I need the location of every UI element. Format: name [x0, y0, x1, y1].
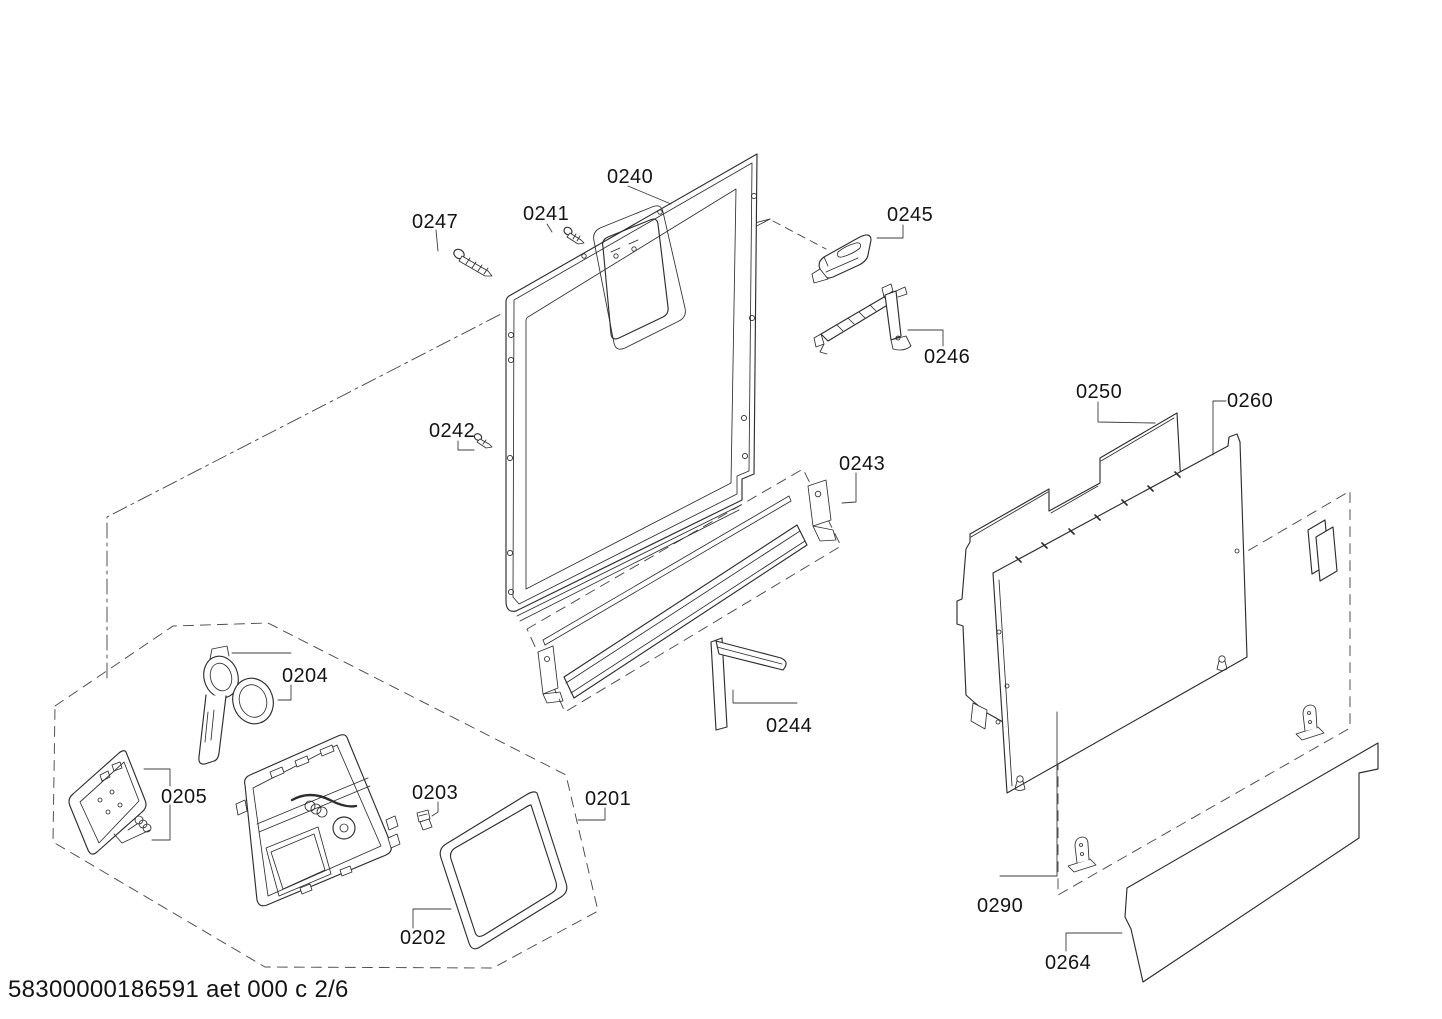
part-label-0203-fastening-clip: 0203	[412, 782, 458, 804]
part-0247-screw	[453, 248, 493, 277]
assembly-boundary-dashed	[52, 622, 599, 969]
part-labels: 0240 0247 0241 0245 0246 0242 0243 0250 0260 0244…	[161, 166, 1273, 974]
leader-lines	[143, 185, 1227, 952]
part-label-0264-base-kick-panel: 0264	[1045, 952, 1091, 974]
fold-hash-marks	[1015, 471, 1181, 563]
part-0242-screw	[473, 433, 493, 449]
panel-screw-holes	[506, 192, 758, 596]
part-0240-inner-door-panel	[505, 153, 758, 622]
part-label-0240-inner-door-panel: 0240	[607, 166, 653, 188]
part-0264-kick-panel	[1124, 742, 1379, 983]
part-label-0202-dispenser-square-seal: 0202	[400, 927, 446, 949]
part-label-0246-latch-lever: 0246	[924, 346, 970, 368]
part-label-0242-screw-tiny: 0242	[429, 420, 475, 442]
keyhole-cutout-left	[1014, 775, 1026, 791]
mounting-clip-left	[1067, 836, 1097, 873]
part-0241-screw	[563, 226, 585, 245]
group-0201-dispenser-assembly	[52, 622, 599, 969]
part-0205-dispenser-lid	[68, 750, 147, 855]
dispenser-cutout-opening	[601, 218, 669, 340]
part-0204-vent-cover	[198, 645, 239, 765]
keyhole-cutout-right	[1216, 655, 1228, 671]
part-label-0205-dispenser-lid-with-spring: 0205	[161, 786, 207, 808]
dispenser-cutout-bezel	[593, 205, 686, 350]
part-label-0247-screw-long: 0247	[412, 211, 458, 233]
part-label-0204-vent-cover-and-oval-ring: 0204	[282, 665, 328, 687]
dispenser-body	[235, 734, 401, 907]
part-label-0241-screw-small: 0241	[523, 203, 569, 225]
part-0246-latch-lever	[813, 283, 912, 355]
insulation-panel-foot	[970, 702, 988, 730]
part-0205-spring	[113, 815, 152, 844]
part-label-0245-latch-striker: 0245	[887, 204, 933, 226]
part-0243-seal-strips	[537, 479, 837, 704]
part-label-0260-outer-door-panel: 0260	[1227, 390, 1273, 412]
part-0244-corner-bracket	[710, 637, 787, 731]
part-0203-clip	[416, 809, 433, 831]
part-label-0201-dispenser-assembly-group: 0201	[585, 788, 631, 810]
seal-end-bracket-right	[807, 479, 837, 542]
part-0204-oval-ring	[232, 677, 274, 725]
part-0260-outer-door-panel	[992, 433, 1248, 794]
part-label-0290-mounting-hardware-group: 0290	[977, 895, 1023, 917]
part-0202-square-seal	[439, 791, 568, 950]
mounting-clip-right	[1295, 704, 1325, 741]
part-label-0243-bottom-seal-strip-set: 0243	[839, 453, 885, 475]
foam-pad-pair-upper	[1307, 519, 1338, 582]
seal-end-bracket-left	[537, 645, 564, 704]
drawing-number-footer: 58300000186591 aet 000 c 2/6	[8, 976, 349, 1003]
part-label-0250-door-insulation-panel: 0250	[1076, 381, 1122, 403]
part-label-0244-corner-bracket: 0244	[766, 715, 812, 737]
part-0245-latch-striker	[811, 234, 872, 284]
